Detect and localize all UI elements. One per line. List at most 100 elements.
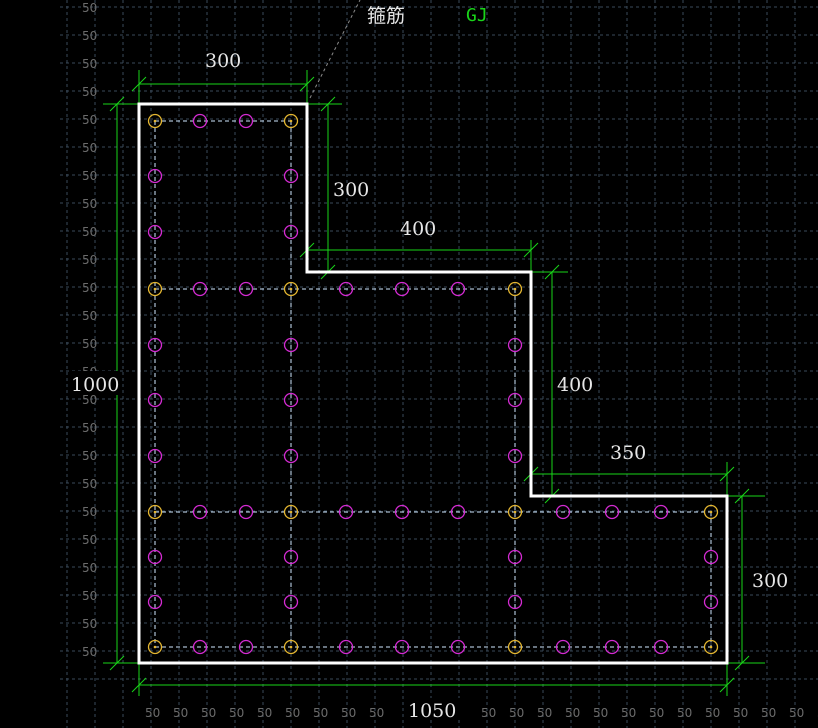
middle-bar-icon <box>147 224 163 240</box>
middle-bar-icon <box>555 504 571 520</box>
grid-tick-label-bottom: 50 <box>173 706 188 720</box>
middle-bar-icon <box>338 281 354 297</box>
stirrup-label: 箍筋 GJ <box>309 0 488 99</box>
grid-tick-label-bottom: 50 <box>677 706 692 720</box>
grid-tick-label-left: 50 <box>82 113 97 127</box>
dimension-top-label: 300 <box>205 50 241 72</box>
middle-bar-icon <box>507 392 523 408</box>
middle-bar-icon <box>283 594 299 610</box>
grid-tick-label-left: 50 <box>82 169 97 183</box>
middle-bar-icon <box>450 639 466 655</box>
grid-tick-label-left: 50 <box>82 505 97 519</box>
dimension-bottom: 1050 <box>131 663 735 722</box>
middle-bar-icon <box>238 113 254 129</box>
middle-bar-icon <box>283 337 299 353</box>
corner-bar-icon <box>283 504 299 520</box>
middle-bar-icon <box>192 113 208 129</box>
middle-bar-icon <box>147 392 163 408</box>
grid-tick-label-bottom: 50 <box>313 706 328 720</box>
grid-tick-label-left: 50 <box>82 141 97 155</box>
middle-bar-icon <box>507 549 523 565</box>
middle-bar-icon <box>450 281 466 297</box>
middle-bar-icon <box>283 224 299 240</box>
grid-tick-label-bottom: 50 <box>649 706 664 720</box>
corner-bar-icon <box>703 639 719 655</box>
corner-bar-center <box>153 645 157 649</box>
corner-bar-center <box>153 287 157 291</box>
rebar-points <box>147 113 719 655</box>
grid-tick-label-left: 50 <box>82 85 97 99</box>
middle-bar-icon <box>555 639 571 655</box>
dimension-bottom-label: 1050 <box>408 700 456 722</box>
grid-tick-label-left: 50 <box>82 533 97 547</box>
corner-bar-center <box>153 510 157 514</box>
grid-tick-label-left: 50 <box>82 253 97 267</box>
grid-tick-label-bottom: 50 <box>789 706 804 720</box>
dimension-step1-vertical: 300 <box>307 96 369 280</box>
grid-tick-label-bottom: 50 <box>285 706 300 720</box>
corner-bar-center <box>289 510 293 514</box>
middle-bar-icon <box>653 639 669 655</box>
middle-bar-icon <box>192 639 208 655</box>
grid-tick-label-left: 50 <box>82 57 97 71</box>
middle-bar-icon <box>653 504 669 520</box>
middle-bar-icon <box>394 639 410 655</box>
grid-tick-label-left: 50 <box>82 421 97 435</box>
dimension-top: 300 <box>131 50 315 104</box>
grid-tick-label-left: 50 <box>82 281 97 295</box>
grid-tick-label-bottom: 50 <box>537 706 552 720</box>
middle-bar-icon <box>338 504 354 520</box>
middle-bar-icon <box>192 281 208 297</box>
grid-tick-label-left: 50 <box>82 29 97 43</box>
grid-tick-label-bottom: 50 <box>145 706 160 720</box>
corner-bar-icon <box>283 281 299 297</box>
dimension-right-label: 300 <box>752 570 788 592</box>
grid-tick-label-bottom: 50 <box>229 706 244 720</box>
stirrup-label-code: GJ <box>466 5 488 26</box>
dimension-step2-vertical: 400 <box>531 264 593 504</box>
grid-tick-label-bottom: 50 <box>257 706 272 720</box>
middle-bar-icon <box>703 549 719 565</box>
corner-bar-icon <box>283 113 299 129</box>
middle-bar-icon <box>147 337 163 353</box>
dimensions: 300 300 400 400 350 300 <box>70 50 788 722</box>
corner-bar-icon <box>283 639 299 655</box>
dimension-step2-horizontal-label: 350 <box>610 442 646 464</box>
dimension-left-label: 1000 <box>71 374 119 396</box>
middle-bar-icon <box>238 639 254 655</box>
grid-tick-label-bottom: 50 <box>565 706 580 720</box>
grid-tick-label-bottom: 50 <box>705 706 720 720</box>
grid-tick-label-left: 50 <box>82 225 97 239</box>
middle-bar-icon <box>604 639 620 655</box>
section-outline <box>137 102 729 665</box>
corner-bar-center <box>289 287 293 291</box>
corner-bar-center <box>709 645 713 649</box>
dimension-step2-horizontal: 350 <box>523 442 735 496</box>
middle-bar-icon <box>147 549 163 565</box>
corner-bar-icon <box>147 281 163 297</box>
middle-bar-icon <box>147 168 163 184</box>
middle-bar-icon <box>192 504 208 520</box>
middle-bar-icon <box>703 594 719 610</box>
middle-bar-icon <box>507 337 523 353</box>
grid <box>60 0 818 728</box>
grid-tick-label-left: 50 <box>82 393 97 407</box>
grid-tick-label-left: 50 <box>82 645 97 659</box>
grid-tick-label-bottom: 50 <box>733 706 748 720</box>
corner-bar-center <box>513 510 517 514</box>
middle-bar-icon <box>604 504 620 520</box>
middle-bar-icon <box>283 392 299 408</box>
grid-tick-label-bottom: 50 <box>761 706 776 720</box>
dimension-step1-vertical-label: 300 <box>333 179 369 201</box>
stirrup-label-name: 箍筋 <box>367 5 405 27</box>
grid-tick-label-left: 50 <box>82 477 97 491</box>
dimension-right: 300 <box>727 488 788 671</box>
corner-bar-icon <box>507 639 523 655</box>
corner-bar-center <box>289 645 293 649</box>
grid-tick-label-bottom: 50 <box>201 706 216 720</box>
corner-bar-icon <box>507 504 523 520</box>
stirrup-lines <box>154 120 712 648</box>
corner-bar-icon <box>147 113 163 129</box>
leader-line <box>309 0 361 99</box>
